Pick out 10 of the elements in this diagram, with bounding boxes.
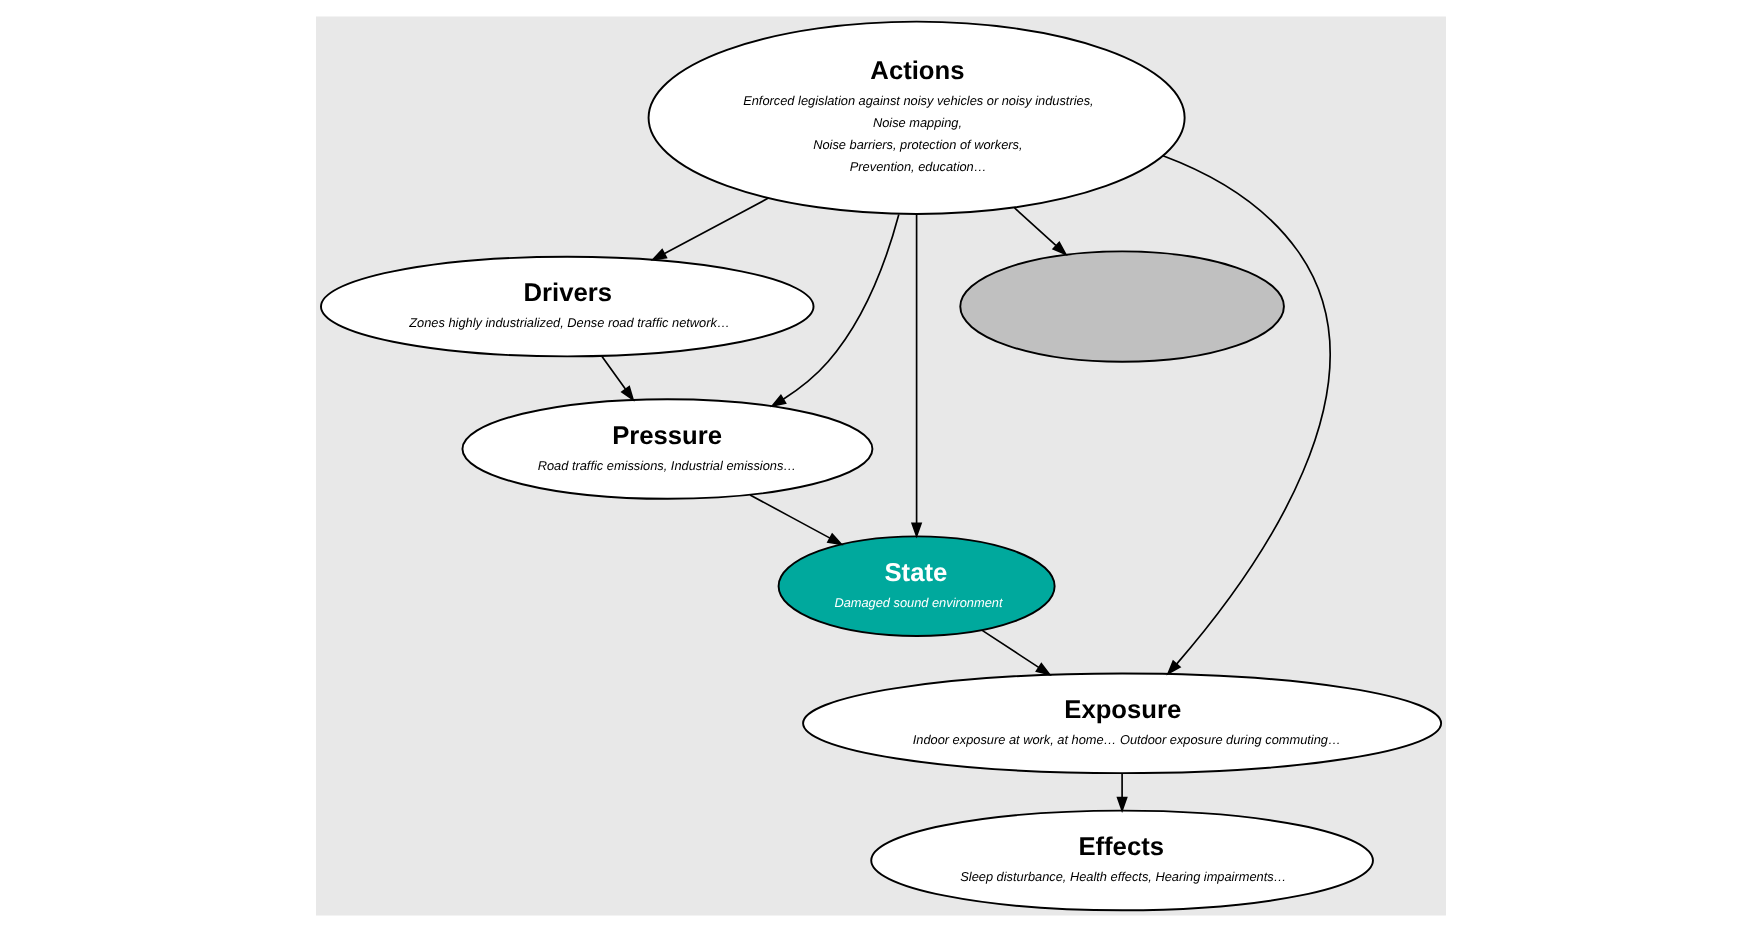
arrow (770, 213, 900, 408)
arrow (1116, 772, 1128, 813)
arrow (910, 213, 923, 539)
arrow (601, 355, 635, 402)
arrow (1013, 207, 1068, 256)
node-ellipse (959, 250, 1285, 363)
arrow (981, 629, 1052, 676)
arrow (650, 197, 770, 261)
arrow (1162, 154, 1331, 676)
arrow (749, 494, 844, 546)
